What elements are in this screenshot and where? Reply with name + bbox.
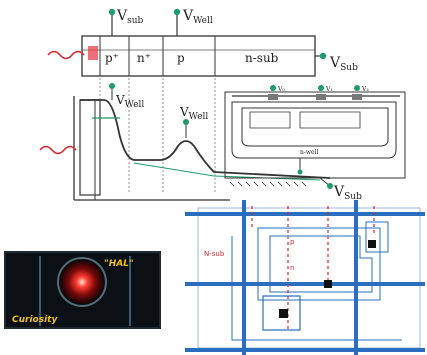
svg-text:VWell: VWell bbox=[182, 8, 213, 26]
light-wave-icon-2 bbox=[39, 145, 77, 155]
pixel-layout-panel: N-sub p n bbox=[185, 200, 425, 355]
contact-square-2 bbox=[324, 280, 332, 288]
potential-curve bbox=[80, 99, 331, 179]
profile-left-block bbox=[79, 99, 101, 196]
contact-square-1 bbox=[368, 240, 376, 248]
profile-vsub-sub: Sub bbox=[344, 192, 362, 202]
region-label-n-sub: n-sub bbox=[245, 51, 279, 65]
profile-vwell-sub: Well bbox=[125, 100, 145, 110]
cross-section-panel: p⁺ n⁺ p n-sub Vsub VWell VSub bbox=[47, 8, 358, 77]
curiosity-caption: Curiosity bbox=[12, 315, 58, 325]
hal-eye-icon bbox=[60, 260, 104, 304]
n-sub-region-label: N-sub bbox=[204, 250, 225, 258]
v-sub-label: V bbox=[116, 8, 128, 24]
profile-terminal-dot-1 bbox=[109, 83, 115, 89]
v-well-subscript: Well bbox=[193, 16, 213, 26]
region-label-n-plus: n⁺ bbox=[137, 51, 151, 65]
v-sub-subscript: sub bbox=[127, 16, 143, 26]
contact-square-3 bbox=[279, 309, 288, 318]
svg-text:VSub: VSub bbox=[333, 184, 362, 202]
p-region-label: p bbox=[290, 238, 295, 246]
inset-label-v2: V₂ bbox=[361, 86, 369, 93]
region-label-p-plus: p⁺ bbox=[105, 51, 119, 65]
profile-vwell-label: V bbox=[115, 93, 125, 107]
n-region-label: n bbox=[290, 264, 294, 272]
v-sub-right-label: V bbox=[329, 55, 341, 71]
svg-text:Vsub: Vsub bbox=[116, 8, 144, 26]
terminal-dot-vwell bbox=[173, 8, 181, 16]
inset-nwell-label: n-well bbox=[300, 149, 318, 156]
device-inset: V₀ V₁ V₂ n-well bbox=[224, 85, 406, 179]
region-label-p: p bbox=[177, 51, 185, 65]
profile-vwell2-label: V bbox=[179, 105, 189, 119]
v-sub-right-subscript: Sub bbox=[340, 63, 358, 73]
profile-vwell2-sub: Well bbox=[189, 112, 209, 122]
inset-label-v1: V₁ bbox=[325, 86, 333, 93]
profile-terminal-dot-3 bbox=[327, 183, 333, 189]
inset-label-v0: V₀ bbox=[277, 86, 285, 93]
terminal-dot-vsub bbox=[108, 8, 116, 16]
svg-text:VWell: VWell bbox=[115, 93, 144, 110]
v-well-label: V bbox=[182, 8, 194, 24]
hal-photo: "HAL" Curiosity bbox=[4, 251, 161, 329]
profile-terminal-dot-2 bbox=[183, 119, 189, 125]
light-wave-icon bbox=[47, 50, 85, 60]
potential-profile-panel: VWell VWell VSub bbox=[39, 78, 362, 202]
svg-text:VSub: VSub bbox=[329, 55, 358, 73]
hal-badge-text: "HAL" bbox=[104, 259, 134, 269]
svg-text:VWell: VWell bbox=[179, 105, 208, 122]
profile-vsub-label: V bbox=[333, 184, 345, 200]
terminal-dot-vsub-right bbox=[319, 52, 327, 60]
